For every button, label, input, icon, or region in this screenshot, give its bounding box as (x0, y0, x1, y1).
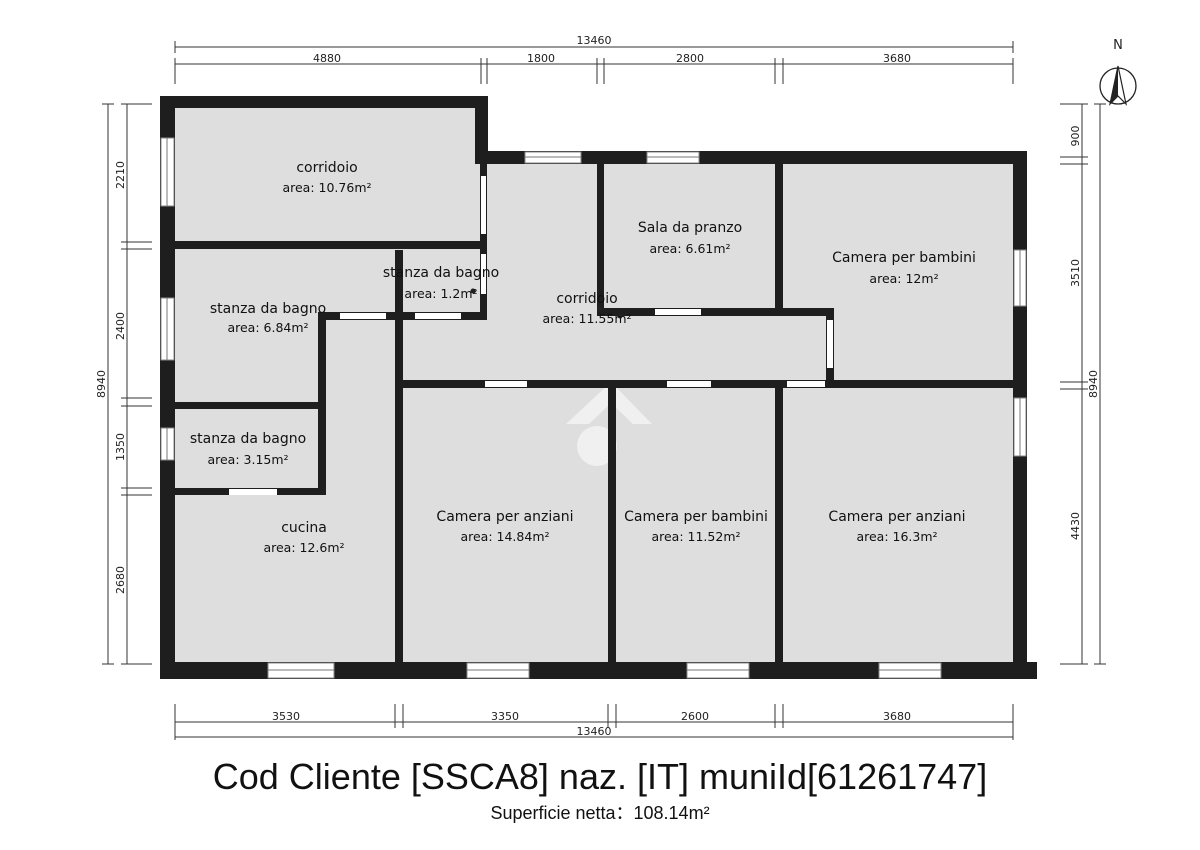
dimensions-bottom: 3530 3350 2600 3680 13460 (174, 704, 1014, 740)
room-sala-da-pranzo-area: area: 6.61m² (649, 241, 730, 256)
windows-and-doors (160, 137, 1027, 679)
dimensions-top: 13460 4880 1800 2800 3680 (174, 34, 1014, 84)
room-labels: corridoio area: 10.76m² stanza da bagno … (190, 160, 976, 555)
dim-top-total: 13460 (577, 34, 612, 47)
dim-top-2: 1800 (527, 52, 555, 65)
dim-top-4: 3680 (883, 52, 911, 65)
room-corridoio-2-name: corridoio (556, 291, 617, 307)
dim-left-4: 2680 (114, 566, 127, 594)
room-stanza-da-bagno-2-name: stanza da bagno (383, 265, 499, 281)
room-camera-per-bambini-1-name: Camera per bambini (832, 250, 976, 266)
room-camera-per-bambini-2-area: area: 11.52m² (651, 529, 740, 544)
dim-left-total: 8940 (95, 370, 108, 398)
room-camera-per-anziani-2-area: area: 16.3m² (856, 529, 937, 544)
dimensions-left: 8940 2210 2400 1350 2680 (95, 103, 152, 665)
room-cucina-name: cucina (281, 520, 327, 536)
room-stanza-da-bagno-1-name: stanza da bagno (210, 301, 326, 317)
walls (160, 96, 1037, 679)
dim-bottom-2: 3350 (491, 710, 519, 723)
room-corridoio-1-area: area: 10.76m² (282, 180, 371, 195)
dim-bottom-4: 3680 (883, 710, 911, 723)
dim-right-1: 900 (1069, 126, 1082, 147)
dim-left-3: 1350 (114, 433, 127, 461)
room-stanza-da-bagno-2-area: area: 1.2m² (404, 286, 477, 301)
dim-bottom-3: 2600 (681, 710, 709, 723)
room-camera-per-bambini-2-name: Camera per bambini (624, 509, 768, 525)
dim-top-1: 4880 (313, 52, 341, 65)
room-corridoio-1-name: corridoio (296, 160, 357, 176)
room-stanza-da-bagno-3-name: stanza da bagno (190, 431, 306, 447)
room-corridoio-2-area: area: 11.55m² (542, 311, 631, 326)
room-camera-per-anziani-2-name: Camera per anziani (828, 509, 965, 525)
dim-bottom-1: 3530 (272, 710, 300, 723)
dim-right-2: 3510 (1069, 259, 1082, 287)
dim-left-2: 2400 (114, 312, 127, 340)
dim-top-3: 2800 (676, 52, 704, 65)
room-sala-da-pranzo-name: Sala da pranzo (638, 220, 742, 236)
dim-left-1: 2210 (114, 161, 127, 189)
room-stanza-da-bagno-3-area: area: 3.15m² (207, 452, 288, 467)
north-label: N (1113, 38, 1123, 53)
room-camera-per-bambini-1-area: area: 12m² (869, 271, 938, 286)
dim-right-3: 4430 (1069, 512, 1082, 540)
room-camera-per-anziani-1-area: area: 14.84m² (460, 529, 549, 544)
north-arrow-icon: N (1099, 38, 1137, 106)
dim-bottom-total: 13460 (577, 725, 612, 738)
footer-subtitle: Superficie netta：108.14m² (490, 803, 710, 823)
dim-right-total: 8940 (1087, 370, 1100, 398)
dimensions-right: 900 3510 4430 8940 (1060, 103, 1106, 665)
room-cucina-area: area: 12.6m² (263, 540, 344, 555)
room-camera-per-anziani-1-name: Camera per anziani (436, 509, 573, 525)
footer-title: Cod Cliente [SSCA8] naz. [IT] muniId[612… (212, 756, 988, 797)
room-stanza-da-bagno-1-area: area: 6.84m² (227, 320, 308, 335)
